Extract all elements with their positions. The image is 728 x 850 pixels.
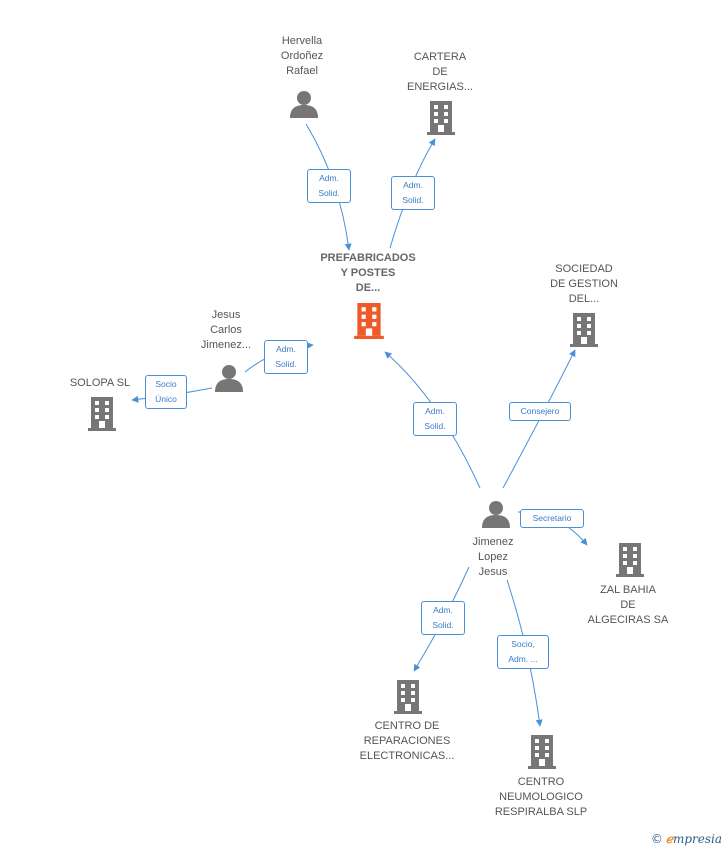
- building-icon[interactable]: [616, 543, 644, 577]
- edge-label-secretario[interactable]: Secretario: [520, 509, 584, 528]
- edge-label-adm-solid[interactable]: Adm. Solid.: [391, 176, 435, 210]
- building-icon[interactable]: [528, 735, 556, 769]
- empresia-logo-e: ℯ: [665, 832, 673, 846]
- copyright-symbol: ©: [650, 832, 663, 846]
- node-label-sociedad[interactable]: SOCIEDAD DE GESTION DEL...: [550, 263, 618, 305]
- building-icon[interactable]: [394, 680, 422, 714]
- node-label-jesus-carlos[interactable]: Jesus Carlos Jimenez...: [200, 309, 252, 351]
- node-label-jimenez-lopez[interactable]: Jimenez Lopez Jesus: [472, 536, 514, 578]
- node-label-solopa[interactable]: SOLOPA SL: [69, 377, 131, 389]
- node-label-zal[interactable]: ZAL BAHIA DE ALGECIRAS SA: [587, 584, 669, 626]
- node-label-hervella[interactable]: Hervella Ordoñez Rafael: [280, 35, 324, 77]
- edge-label-adm-solid[interactable]: Adm. Solid.: [413, 402, 457, 436]
- empresia-watermark: ©ℯmpresia: [651, 832, 722, 846]
- building-icon[interactable]: [570, 313, 598, 347]
- person-icon[interactable]: [215, 364, 243, 392]
- node-label-prefabricados[interactable]: PREFABRICADOS Y POSTES DE...: [320, 252, 416, 294]
- edge-label-socio-adm[interactable]: Socio, Adm. ...: [497, 635, 549, 669]
- node-label-centro-neumologico[interactable]: CENTRO NEUMOLOGICO RESPIRALBA SLP: [494, 776, 588, 818]
- edge-label-adm-solid[interactable]: Adm. Solid.: [421, 601, 465, 635]
- node-label-centro-reparaciones[interactable]: CENTRO DE REPARACIONES ELECTRONICAS...: [359, 720, 455, 762]
- edge-label-adm-solid[interactable]: Adm. Solid.: [307, 169, 351, 203]
- building-icon[interactable]: [88, 397, 116, 431]
- edge-label-socio-unico[interactable]: Socio Único: [145, 375, 187, 409]
- edge-label-consejero[interactable]: Consejero: [509, 402, 571, 421]
- person-icon[interactable]: [290, 90, 318, 118]
- edge-label-adm-solid[interactable]: Adm. Solid.: [264, 340, 308, 374]
- node-label-cartera[interactable]: CARTERA DE ENERGIAS...: [406, 51, 474, 93]
- person-icon[interactable]: [482, 500, 510, 528]
- building-icon[interactable]: [427, 101, 455, 135]
- building-main-icon[interactable]: [354, 303, 384, 339]
- empresia-logo-text: mpresia: [672, 832, 722, 846]
